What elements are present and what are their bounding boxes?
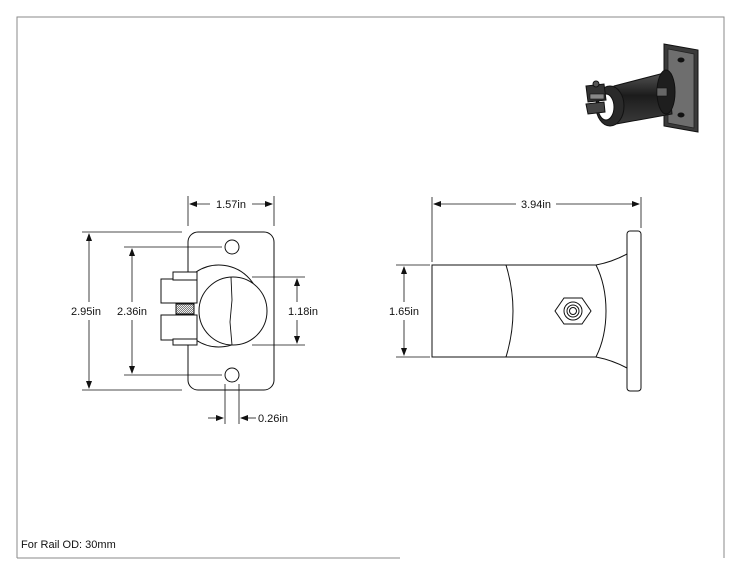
dim-front-height: 2.95in — [71, 306, 101, 318]
front-hole-bottom — [224, 367, 240, 383]
front-dimensions — [82, 196, 305, 424]
dim-bore: 1.18in — [288, 306, 318, 318]
iso-thumbnail — [585, 43, 699, 133]
front-hole-top — [224, 239, 240, 255]
dim-side-length: 3.94in — [521, 199, 551, 211]
clamp-screw — [175, 303, 195, 315]
clamp-lug-lower — [160, 314, 198, 341]
side-dimensions — [396, 197, 642, 358]
front-view — [160, 231, 275, 391]
dim-hole-dia: 0.26in — [258, 413, 288, 425]
side-tube — [431, 264, 519, 358]
side-plate — [626, 230, 642, 392]
dim-hole-spacing: 2.36in — [117, 306, 147, 318]
side-view — [431, 230, 642, 392]
dim-side-tube: 1.65in — [389, 306, 419, 318]
sheet-border — [16, 16, 725, 559]
dim-front-width: 1.57in — [216, 199, 246, 211]
rail-od-note: For Rail OD: 30mm — [21, 539, 116, 551]
clamp-lug-upper — [160, 278, 198, 304]
front-bore — [198, 276, 268, 346]
